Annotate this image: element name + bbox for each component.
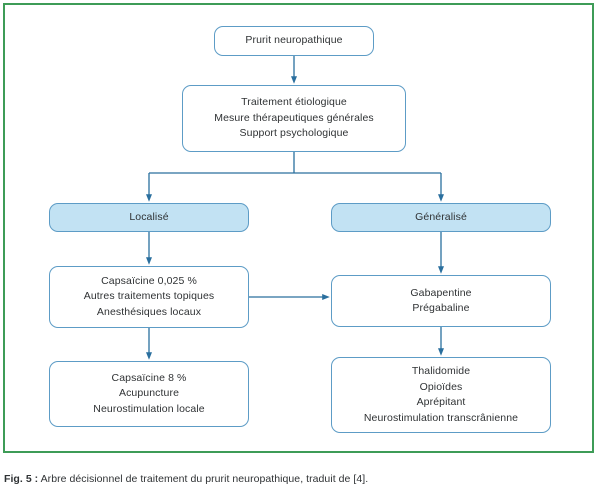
node-gabapentine-pregabaline[interactable]: Gabapentine Prégabaline: [331, 275, 551, 327]
node-line: Support psychologique: [239, 127, 349, 140]
figure-caption-text: Arbre décisionnel de traitement du pruri…: [40, 473, 369, 485]
node-line: Gabapentine: [410, 286, 472, 299]
figure-caption-label: Fig. 5 :: [4, 473, 39, 485]
node-line: Capsaïcine 8 %: [111, 371, 187, 384]
node-line: Prurit neuropathique: [245, 34, 343, 47]
figure-caption: Fig. 5 : Arbre décisionnel de traitement…: [4, 472, 584, 486]
node-line: Prégabaline: [412, 302, 470, 314]
node-line: Neurostimulation transcrânienne: [363, 411, 519, 424]
node-generalise[interactable]: Généralisé: [331, 203, 551, 232]
node-line: Traitement étiologique: [241, 96, 347, 109]
node-line: Mesure thérapeutiques générales: [214, 111, 374, 124]
node-line: Localisé: [129, 210, 169, 223]
node-line: Anesthésiques locaux: [96, 305, 202, 318]
node-line: Neurostimulation locale: [93, 402, 205, 415]
node-line: Capsaïcine 0,025 %: [101, 274, 197, 287]
node-line: Autres traitements topiques: [83, 290, 215, 303]
node-line: Opioïdes: [419, 380, 463, 393]
node-localise[interactable]: Localisé: [49, 203, 249, 232]
node-traitement-general[interactable]: Traitement étiologique Mesure thérapeuti…: [182, 85, 406, 152]
node-line: Généralisé: [415, 210, 467, 223]
node-prurit-neuropathique[interactable]: Prurit neuropathique: [214, 26, 374, 56]
node-traitements-topiques[interactable]: Capsaïcine 0,025 % Autres traitements to…: [49, 266, 249, 328]
node-line: Acupuncture: [118, 387, 180, 400]
node-line: Aprépitant: [416, 396, 466, 408]
node-thalidomide-opioides[interactable]: Thalidomide Opioïdes Aprépitant Neurosti…: [331, 357, 551, 433]
node-capsaicine-8[interactable]: Capsaïcine 8 % Acupuncture Neurostimulat…: [49, 361, 249, 427]
node-line: Thalidomide: [411, 365, 471, 377]
